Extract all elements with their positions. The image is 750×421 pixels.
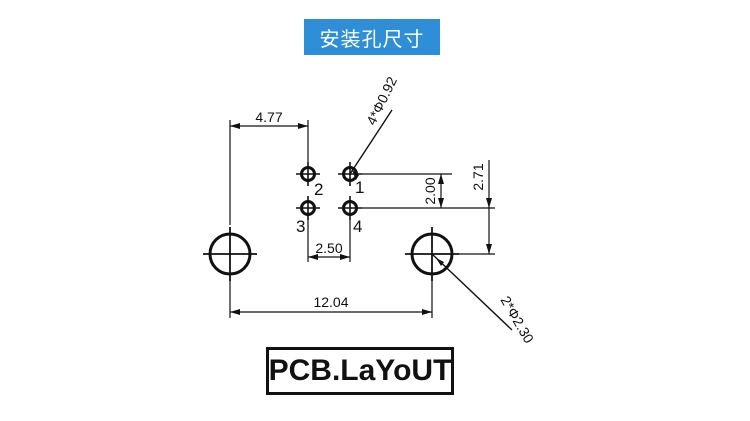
dim-text-2-50: 2.50 <box>315 240 342 256</box>
pin-label-1: 1 <box>355 178 364 197</box>
dimension-12-04 <box>229 281 433 318</box>
pin-hole-3 <box>296 196 320 220</box>
dim-text-mount-diameter: 2*Φ2.30 <box>497 293 537 346</box>
dimension-4-77 <box>229 120 309 225</box>
logo-text: PCB.LaYoUT <box>268 354 452 387</box>
leader-mount-hole <box>431 253 513 331</box>
arrowheads <box>230 123 492 315</box>
title-badge: 安装孔尺寸 <box>304 19 440 55</box>
dim-text-2-00: 2.00 <box>422 177 438 204</box>
dim-text-2-71: 2.71 <box>470 163 486 190</box>
leader-pin-hole <box>349 109 393 175</box>
mount-hole-left <box>203 227 257 281</box>
dim-text-pin-diameter: 4*Φ0.92 <box>363 74 400 128</box>
pin-hole-4 <box>338 196 362 220</box>
dim-text-12-04: 12.04 <box>313 294 348 310</box>
pin-label-2: 2 <box>314 180 323 199</box>
pin-hole-2 <box>296 162 320 186</box>
logo-box: PCB.LaYoUT <box>266 347 454 395</box>
pin-label-3: 3 <box>296 217 305 236</box>
pin-label-4: 4 <box>353 217 362 236</box>
dim-text-4-77: 4.77 <box>255 109 282 125</box>
